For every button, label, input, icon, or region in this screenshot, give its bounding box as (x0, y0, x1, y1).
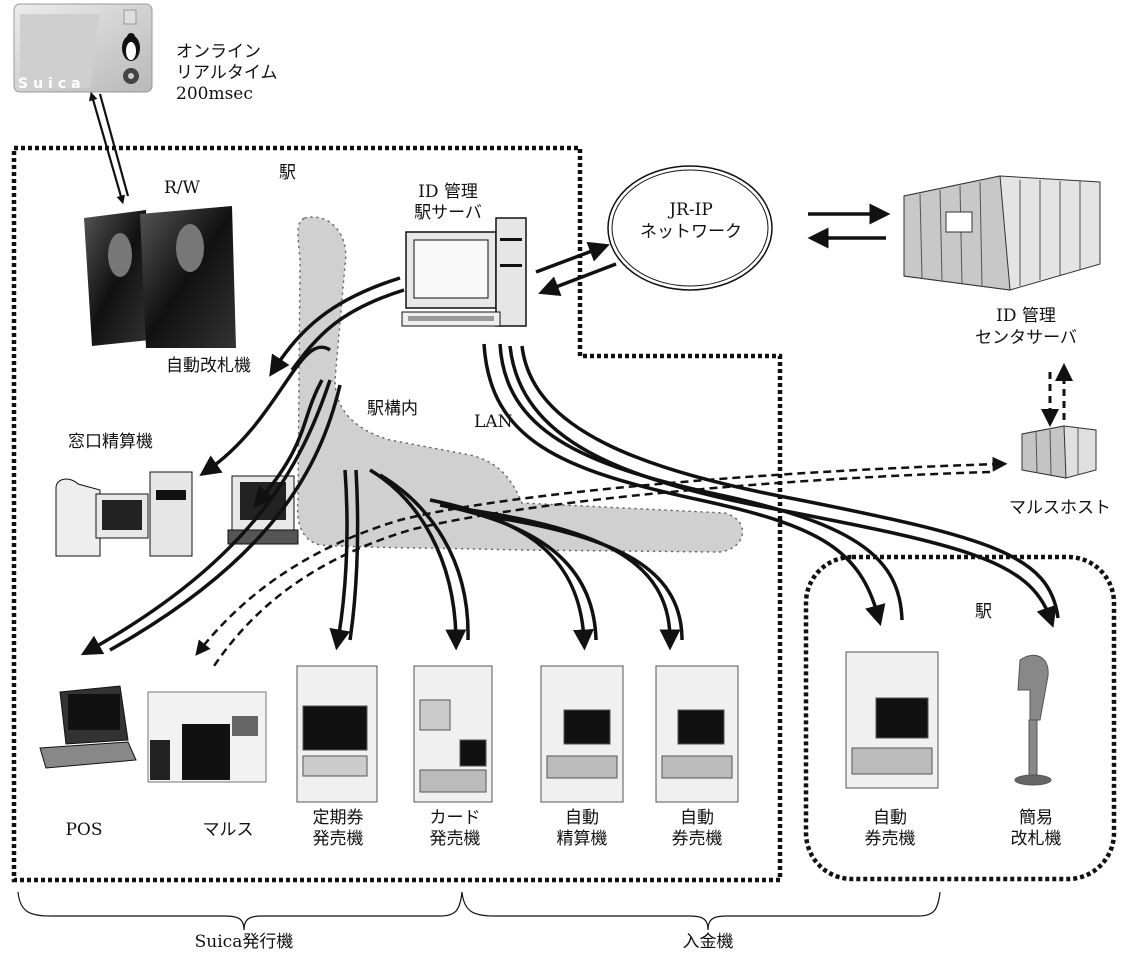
device-row-images (297, 652, 1051, 802)
network-label-1: JR-IP (669, 200, 713, 221)
server-name-label: 駅サーバ (414, 203, 482, 224)
center-id-label: ID 管理 (996, 306, 1056, 327)
card-caption: オンライン リアルタイム 200msec (176, 42, 278, 105)
lan-area-label: 駅構内 (367, 399, 418, 420)
caption-realtime: リアルタイム (176, 63, 278, 84)
caption-latency: 200msec (176, 84, 278, 105)
auto-gate-image (84, 206, 236, 348)
network-label-2: ネットワーク (640, 222, 742, 243)
device-label-pos: POS (65, 820, 102, 841)
device-label-ticket-vending: 自動券売機 (672, 808, 723, 850)
device-label-fare-adjust: 自動精算機 (557, 808, 608, 850)
rw-label: R/W (164, 178, 200, 199)
mars-host-label: マルスホスト (1009, 498, 1111, 519)
gate-label: 自動改札機 (166, 356, 251, 377)
mars-terminal-image (148, 692, 266, 782)
station-label: 駅 (279, 163, 296, 184)
device-label-ticket-vending-2: 自動券売機 (865, 808, 916, 850)
right-station-label: 駅 (975, 602, 992, 623)
group-braces (18, 892, 940, 930)
group-label-chargers: 入金機 (683, 932, 734, 953)
device-label-card: カード発売機 (430, 808, 481, 850)
center-server-image (904, 176, 1100, 290)
center-name-label: センタサーバ (975, 328, 1077, 349)
device-label-simple-gate: 簡易改札機 (1011, 808, 1062, 850)
server-id-label: ID 管理 (418, 182, 478, 203)
caption-online: オンライン (176, 42, 278, 63)
window-label: 窓口精算機 (68, 432, 153, 453)
pos-image (40, 686, 136, 768)
device-label-mars: マルス (203, 820, 254, 841)
device-label-commuter: 定期券発売機 (313, 808, 364, 850)
lan-label: LAN (474, 412, 512, 433)
center-mars-dashed-arrows (1050, 372, 1064, 420)
mars-host-image (1022, 426, 1096, 478)
group-label-issuers: Suica発行機 (195, 932, 294, 953)
suica-brand-text: Suica (18, 74, 86, 95)
station-server-image (402, 218, 526, 326)
